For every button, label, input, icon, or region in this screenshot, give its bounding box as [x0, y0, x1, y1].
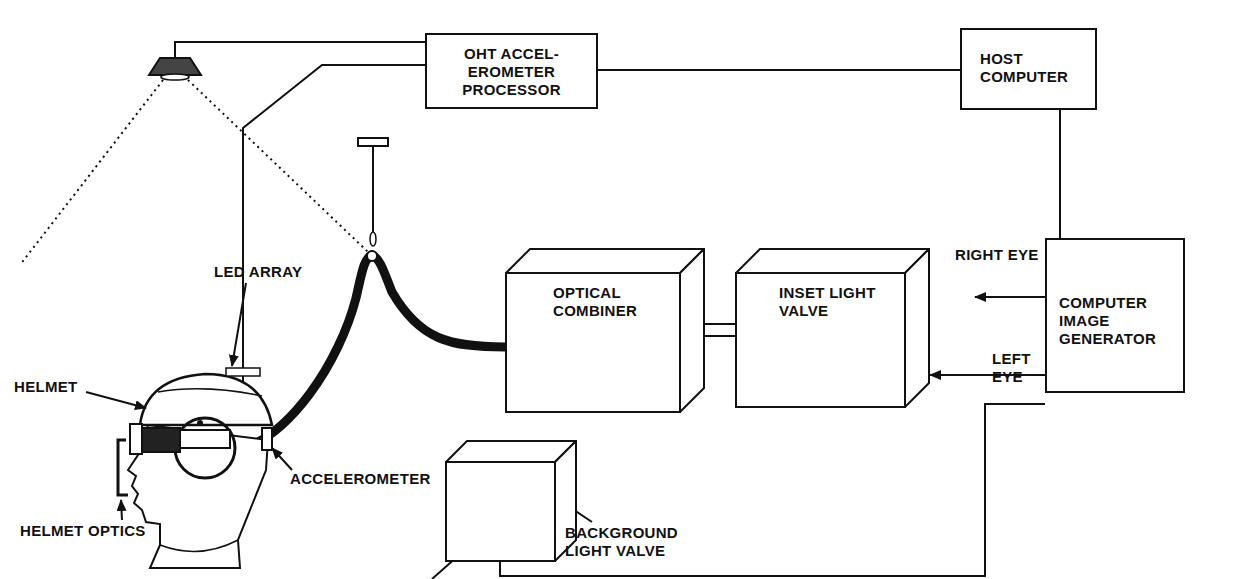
sensor-wire	[175, 42, 425, 58]
part-label: RIGHT EYE	[955, 246, 1039, 264]
pendant-link	[370, 232, 376, 246]
box-label: HOST COMPUTER	[980, 50, 1077, 86]
process-box: OHT ACCEL- EROMETER PROCESSOR	[425, 33, 598, 109]
optics-frame	[130, 424, 142, 454]
box-label: OHT ACCEL- EROMETER PROCESSOR	[441, 45, 582, 99]
cable-loop	[367, 251, 377, 261]
helmet-optics	[140, 428, 180, 452]
signal-arrow	[975, 296, 1045, 298]
part-label: LED ARRAY	[214, 263, 302, 281]
signal-line	[1060, 110, 1061, 238]
part-label: HELMET	[14, 378, 77, 396]
box-label: BACKGROUND LIGHT VALVE	[565, 524, 673, 560]
signal-line	[500, 404, 1045, 576]
signal-line	[930, 375, 1045, 376]
device-box: BACKGROUND LIGHT VALVE	[445, 440, 577, 562]
part-label: HELMET OPTICS	[20, 522, 146, 540]
box-label: INSET LIGHT VALVE	[779, 284, 889, 320]
part-label: ACCELEROMETER	[290, 470, 431, 488]
sensor-lens	[161, 74, 189, 80]
led-wire	[243, 65, 425, 392]
helmet-rivet	[197, 420, 203, 426]
signal-line	[598, 70, 960, 71]
part-label: LEFT EYE	[992, 350, 1038, 386]
sensor-field	[20, 80, 163, 265]
optics-combiner	[118, 440, 128, 495]
ceiling-mount	[358, 138, 388, 146]
process-box: HOST COMPUTER	[960, 28, 1097, 110]
optics-housing	[180, 430, 230, 448]
sensor-field	[188, 80, 368, 252]
box-label: COMPUTER IMAGE GENERATOR	[1059, 294, 1171, 348]
accelerometer	[262, 428, 272, 450]
leader-line	[272, 448, 292, 470]
leader-line	[232, 283, 246, 366]
process-box: COMPUTER IMAGE GENERATOR	[1045, 238, 1185, 393]
box-label: OPTICAL COMBINER	[553, 284, 653, 320]
pendant-cord	[372, 146, 374, 232]
helmet-cable	[232, 255, 505, 452]
head-profile	[128, 425, 268, 568]
helmet-ring	[175, 418, 235, 478]
leader-line	[86, 392, 146, 408]
led-array	[226, 368, 260, 376]
box-outline	[445, 440, 577, 562]
leader-line	[121, 500, 122, 520]
device-box: OPTICAL COMBINER	[505, 248, 705, 413]
box-outline	[505, 248, 705, 413]
box-outline	[735, 248, 930, 408]
neck-line	[160, 540, 238, 551]
device-box: INSET LIGHT VALVE	[735, 248, 930, 408]
helmet-rim	[158, 389, 262, 396]
ceiling-sensor	[149, 58, 201, 75]
